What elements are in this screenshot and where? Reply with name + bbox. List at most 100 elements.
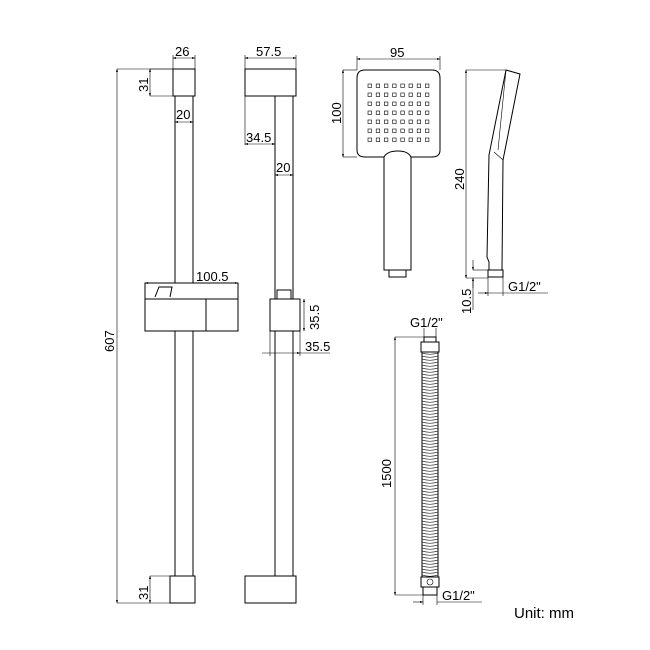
nozzle bbox=[367, 110, 372, 115]
hose-coil bbox=[421, 397, 439, 400]
hose-coil bbox=[421, 421, 439, 424]
hose-coil bbox=[421, 355, 439, 358]
dim-slider-width: 100.5 bbox=[196, 269, 229, 284]
hose-coil bbox=[421, 358, 439, 361]
nozzle bbox=[367, 119, 372, 124]
hose-coil bbox=[421, 373, 439, 376]
nozzle bbox=[425, 128, 430, 133]
nozzle bbox=[375, 137, 381, 142]
dim-tube-diameter-front: 20 bbox=[176, 107, 190, 122]
dim-bracket-depth: 57.5 bbox=[256, 44, 281, 59]
nozzle bbox=[384, 137, 389, 142]
hose-coil bbox=[421, 475, 439, 478]
nozzle bbox=[400, 119, 405, 124]
nozzle bbox=[392, 101, 397, 106]
nozzle bbox=[408, 128, 413, 133]
hose-coil bbox=[421, 430, 439, 433]
unit-label: Unit: mm bbox=[514, 605, 574, 622]
hose-coil bbox=[421, 364, 439, 367]
hose-coil bbox=[421, 406, 439, 409]
hose-coil bbox=[421, 523, 439, 526]
dim-total-length: 240 bbox=[452, 168, 467, 190]
hose-coil bbox=[421, 382, 439, 385]
nozzle bbox=[392, 119, 397, 124]
hose-coil bbox=[421, 514, 439, 517]
nozzle bbox=[392, 137, 397, 142]
hose-coil bbox=[421, 553, 439, 556]
nozzle bbox=[408, 92, 413, 97]
hose-view: 1500 G1/2" G1/2" bbox=[379, 315, 482, 605]
dim-slider-depth: 35.5 bbox=[305, 339, 330, 354]
hose-coil bbox=[421, 568, 439, 571]
hose-coil bbox=[421, 400, 439, 403]
hose-coils bbox=[421, 352, 439, 577]
hose-coil bbox=[421, 385, 439, 388]
hose-coil bbox=[421, 547, 439, 550]
nozzle bbox=[392, 83, 397, 88]
nozzle bbox=[400, 83, 405, 88]
hose-coil bbox=[421, 526, 439, 529]
hose-coil bbox=[421, 487, 439, 490]
hose-coil bbox=[421, 517, 439, 520]
nozzle bbox=[375, 92, 381, 97]
hose-coil bbox=[421, 370, 439, 373]
hose-coil bbox=[421, 529, 439, 532]
dim-tube-offset: 34.5 bbox=[246, 130, 271, 145]
hose-coil bbox=[421, 457, 439, 460]
nozzle bbox=[400, 110, 405, 115]
nozzle bbox=[416, 119, 422, 124]
nozzle bbox=[367, 83, 372, 88]
hose-coil bbox=[421, 439, 439, 442]
label-thread-hand-shower: G1/2" bbox=[508, 279, 541, 294]
hose-coil bbox=[421, 538, 439, 541]
hose-coil bbox=[421, 460, 439, 463]
dim-connector-length: 10.5 bbox=[459, 289, 474, 314]
nozzle bbox=[400, 92, 405, 97]
nozzle bbox=[392, 110, 397, 115]
hose-coil bbox=[421, 520, 439, 523]
nozzle bbox=[425, 119, 430, 124]
hand-shower-side-view: 240 10.5 G1/2" bbox=[452, 69, 548, 314]
hose-coil bbox=[421, 376, 439, 379]
hose-coil bbox=[421, 412, 439, 415]
hose-coil bbox=[421, 454, 439, 457]
nozzle bbox=[384, 119, 389, 124]
nozzle bbox=[375, 128, 381, 133]
hose-coil bbox=[421, 574, 439, 577]
hose-coil bbox=[421, 532, 439, 535]
nozzle bbox=[408, 119, 413, 124]
dim-bracket-height-top: 31 bbox=[136, 78, 151, 92]
nozzle bbox=[384, 128, 389, 133]
hose-coil bbox=[421, 490, 439, 493]
nozzle bbox=[375, 119, 381, 124]
dim-rail-width-top: 26 bbox=[175, 44, 189, 59]
hand-shower-front-view: 95 100 bbox=[329, 45, 441, 278]
nozzle bbox=[408, 101, 413, 106]
hose-coil bbox=[421, 511, 439, 514]
hose-coil bbox=[421, 403, 439, 406]
nozzle bbox=[416, 137, 422, 142]
hose-coil bbox=[421, 508, 439, 511]
nozzle bbox=[367, 101, 372, 106]
nozzle bbox=[416, 92, 422, 97]
hose-coil bbox=[421, 445, 439, 448]
hose-coil bbox=[421, 415, 439, 418]
hose-coil bbox=[421, 535, 439, 538]
nozzle-grid bbox=[367, 83, 430, 142]
hose-coil bbox=[421, 436, 439, 439]
hose-coil bbox=[421, 466, 439, 469]
nozzle bbox=[392, 128, 397, 133]
dim-slider-height: 35.5 bbox=[307, 305, 322, 330]
hose-coil bbox=[421, 361, 439, 364]
dim-head-width: 95 bbox=[390, 45, 404, 60]
hose-coil bbox=[421, 550, 439, 553]
hose-coil bbox=[421, 409, 439, 412]
hose-coil bbox=[421, 541, 439, 544]
hose-coil bbox=[421, 496, 439, 499]
hose-coil bbox=[421, 418, 439, 421]
hose-coil bbox=[421, 481, 439, 484]
hose-coil bbox=[421, 451, 439, 454]
nozzle bbox=[375, 110, 381, 115]
nozzle bbox=[425, 92, 430, 97]
